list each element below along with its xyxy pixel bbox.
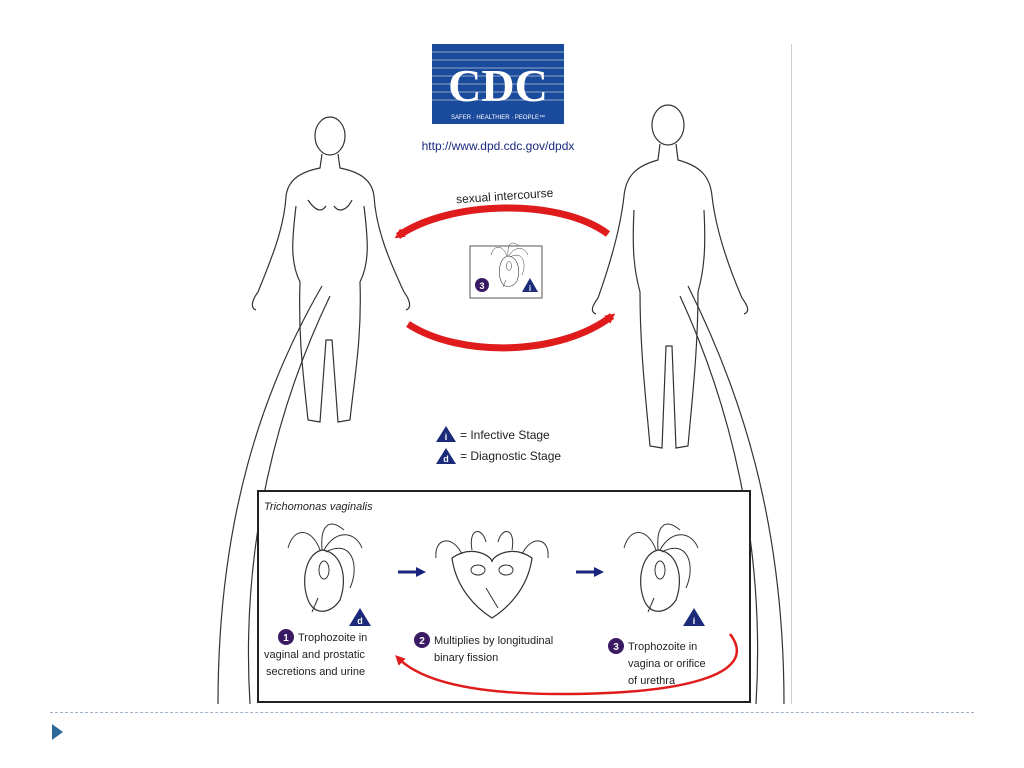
step-2-line-2: binary fission bbox=[434, 652, 498, 664]
transmission-arrow-to-male bbox=[406, 313, 616, 352]
step-2-badge bbox=[414, 632, 430, 648]
svg-text:i: i bbox=[693, 616, 696, 626]
cdc-url: http://www.dpd.cdc.gov/dpdx bbox=[422, 139, 575, 153]
female-curve-outer bbox=[217, 285, 323, 705]
svg-text:2: 2 bbox=[419, 636, 425, 647]
legend: i = Infective Stage d = Diagnostic Stage bbox=[436, 426, 561, 464]
infective-stage-icon bbox=[522, 278, 538, 292]
figure-frame bbox=[214, 44, 792, 704]
legend-infective-label: = Infective Stage bbox=[460, 428, 550, 442]
cdc-tagline: SAFER · HEALTHIER · PEOPLE™ bbox=[451, 114, 545, 121]
step-1-line-1: Trophozoite in bbox=[298, 632, 367, 644]
footer-divider bbox=[50, 712, 974, 713]
return-cycle-arrow bbox=[395, 633, 738, 696]
female-curve-inner bbox=[247, 295, 331, 705]
legend-infective-icon bbox=[436, 426, 456, 442]
step-3-line-2: vagina or orifice bbox=[628, 658, 706, 670]
diagnostic-stage-icon bbox=[349, 608, 371, 626]
svg-text:i: i bbox=[529, 284, 531, 293]
legend-diagnostic-icon bbox=[436, 448, 456, 464]
step-2-line-1: Multiplies by longitudinal bbox=[434, 635, 553, 647]
step-1-line-2: vaginal and prostatic bbox=[264, 649, 365, 661]
lifecycle-box: Trichomonas vaginalis d i 1 Trophozoite … bbox=[257, 490, 751, 703]
transmission-stage-inset: 3 i bbox=[469, 242, 543, 299]
legend-diagnostic-label: = Diagnostic Stage bbox=[460, 449, 561, 463]
step-3-badge bbox=[475, 278, 489, 292]
step-1-line-3: secretions and urine bbox=[266, 666, 365, 678]
svg-text:i: i bbox=[445, 432, 448, 442]
male-curve-inner bbox=[679, 295, 759, 705]
transmission-label: sexual intercourse bbox=[456, 186, 554, 207]
svg-text:d: d bbox=[443, 454, 449, 464]
svg-text:1: 1 bbox=[283, 633, 289, 644]
svg-text:3: 3 bbox=[613, 642, 619, 653]
svg-text:d: d bbox=[357, 616, 363, 626]
male-figure bbox=[591, 104, 749, 449]
slide-bullet-icon bbox=[52, 724, 63, 740]
step-3-line-1: Trophozoite in bbox=[628, 641, 697, 653]
cdc-logo: CDC SAFER · HEALTHIER · PEOPLE™ bbox=[432, 44, 564, 124]
transmission-arrow-to-female bbox=[394, 204, 611, 239]
male-curve-outer bbox=[687, 285, 785, 705]
step-1-badge bbox=[278, 629, 294, 645]
cdc-logo-text: CDC bbox=[448, 60, 548, 111]
step-3-badge-box bbox=[608, 638, 624, 654]
step-3-line-3: of urethra bbox=[628, 675, 676, 687]
svg-text:3: 3 bbox=[479, 281, 484, 291]
female-figure bbox=[251, 116, 411, 423]
lifecycle-title: Trichomonas vaginalis bbox=[264, 501, 373, 513]
infective-stage-icon-step3 bbox=[683, 608, 705, 626]
